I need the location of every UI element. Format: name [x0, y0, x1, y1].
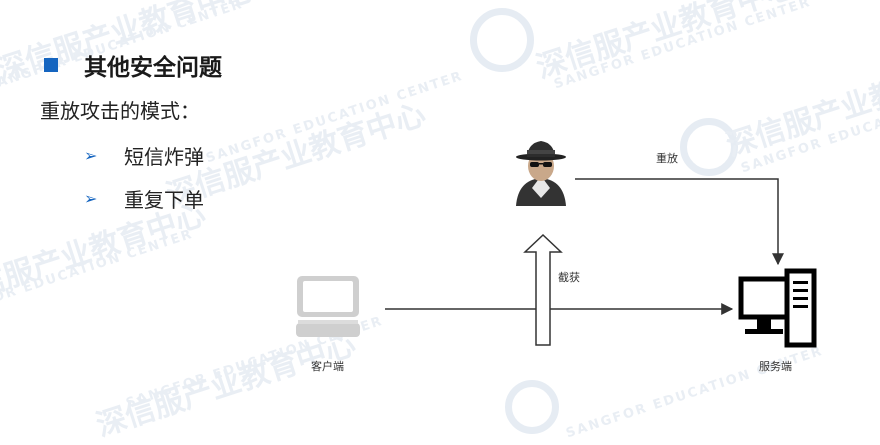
- arrow-bullet-icon: ➢: [84, 189, 98, 208]
- bullet-item: ➢ 短信炸弹: [84, 141, 204, 170]
- bullet-item: ➢ 重复下单: [84, 184, 204, 213]
- bullet-text: 重复下单: [124, 188, 204, 212]
- hacker-spy-icon: [516, 141, 566, 206]
- arrow-bullet-icon: ➢: [84, 146, 98, 165]
- laptop-icon: [296, 276, 360, 337]
- bullet-text: 短信炸弹: [124, 145, 204, 169]
- replay-arrow: [575, 178, 784, 266]
- slide-subtitle: 重放攻击的模式：: [40, 99, 200, 123]
- slide-title: 其他安全问题: [84, 55, 222, 81]
- replay-attack-diagram: [296, 141, 817, 348]
- client-label: 客户端: [311, 360, 344, 373]
- slide-title-row: 其他安全问题: [44, 48, 222, 82]
- server-label: 服务端: [759, 360, 792, 373]
- watermark-logo: [680, 118, 738, 176]
- watermark-logo: [470, 8, 534, 72]
- title-bullet-square: [44, 58, 58, 72]
- replay-label: 重放: [656, 152, 678, 165]
- intercept-arrow: [523, 233, 563, 346]
- intercept-label: 截获: [558, 271, 580, 284]
- desktop-computer-icon: [738, 268, 817, 348]
